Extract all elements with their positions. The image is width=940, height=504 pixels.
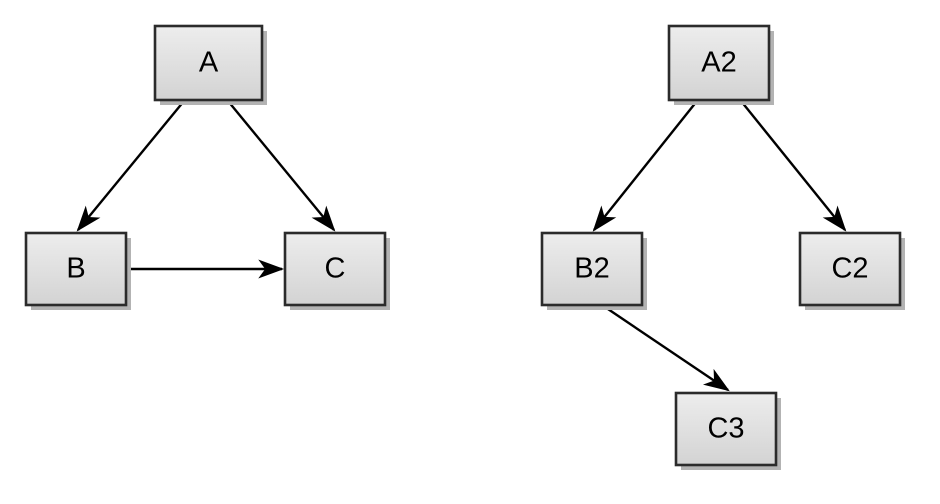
graph-left: A B C — [24, 24, 390, 310]
node-a[interactable]: A — [153, 24, 267, 105]
graph-right: A2 B2 C2 C3 — [540, 24, 905, 470]
node-b-box[interactable] — [24, 231, 128, 307]
node-c2-box[interactable] — [798, 231, 902, 307]
node-c2[interactable]: C2 — [798, 231, 905, 310]
node-c-box[interactable] — [283, 231, 387, 307]
node-a-box[interactable] — [153, 24, 264, 102]
edge-group-left — [76, 100, 336, 279]
node-c3-box[interactable] — [674, 391, 778, 467]
edge-a-to-b[interactable] — [76, 100, 185, 232]
edge-a2-to-c2[interactable] — [740, 100, 847, 232]
node-c3[interactable]: C3 — [674, 391, 781, 470]
node-b[interactable]: B — [24, 231, 131, 310]
edge-a-to-c[interactable] — [227, 100, 336, 232]
node-c[interactable]: C — [283, 231, 390, 310]
edge-group-right — [592, 100, 847, 392]
node-b2[interactable]: B2 — [540, 231, 647, 310]
node-a2-box[interactable] — [667, 24, 771, 102]
node-a2[interactable]: A2 — [667, 24, 774, 105]
edge-a2-to-b2[interactable] — [592, 100, 698, 232]
node-b2-box[interactable] — [540, 231, 644, 307]
edge-b2-to-c3[interactable] — [601, 304, 730, 392]
